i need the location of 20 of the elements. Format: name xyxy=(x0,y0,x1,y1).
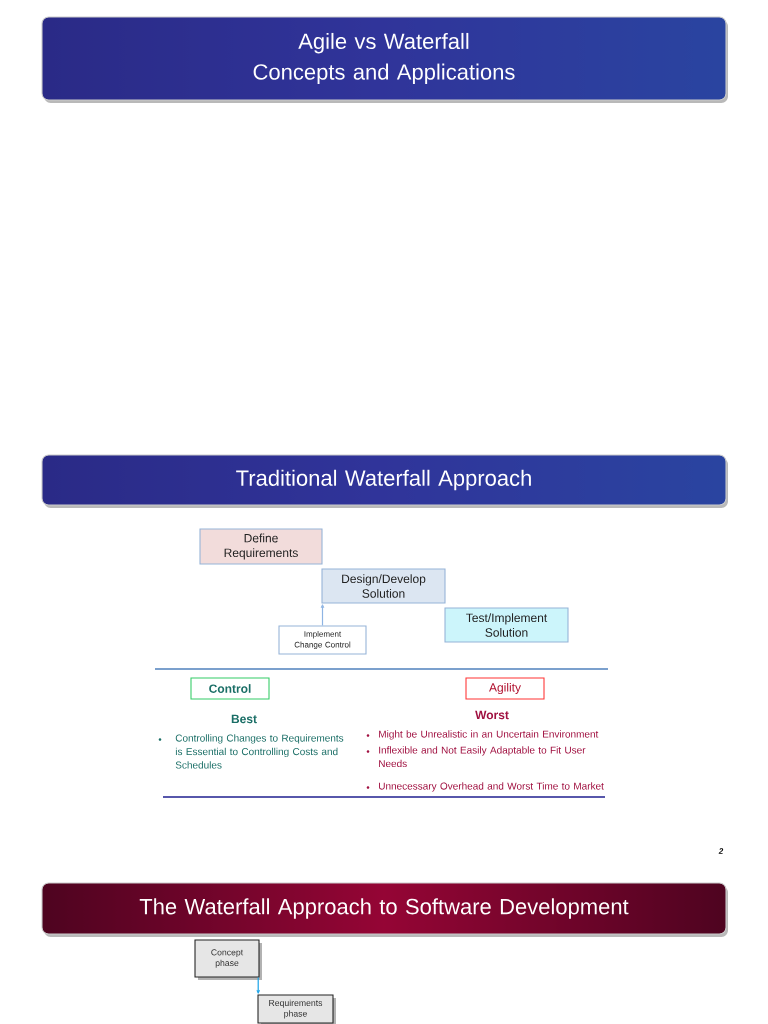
step-box: Test/Implement Solution xyxy=(444,607,569,643)
phase-box: Requirements phase xyxy=(257,994,336,1024)
bullet-item: Unnecessary Overhead and Worst Time to Market xyxy=(366,782,604,792)
column-heading: Best xyxy=(231,714,257,724)
title-banner: Traditional Waterfall Approach xyxy=(41,454,728,508)
column-heading: Worst xyxy=(475,710,509,720)
category-box: Control xyxy=(190,677,270,700)
process-box: Implement Change Control xyxy=(278,625,367,655)
arrow xyxy=(320,604,325,627)
bullet-item: Controlling Changes to Requirements is Essential to Controlling Costs and Schedules xyxy=(158,734,344,769)
step-box: Define Requirements xyxy=(199,528,323,565)
category-box: Agility xyxy=(465,677,545,700)
bullet-item: Might be Unrealistic in an Uncertain Environment xyxy=(366,730,599,740)
title-banner: The Waterfall Approach to Software Development xyxy=(41,882,728,937)
bullet-item: Inflexible and Not Easily Adaptable to Fit User Needs xyxy=(366,746,586,768)
phase-box: Concept phase xyxy=(194,939,262,980)
arrow xyxy=(256,976,260,994)
title-banner: Agile vs Waterfall Concepts and Applications xyxy=(41,16,728,103)
page-number: 2 xyxy=(718,848,724,854)
step-box: Design/Develop Solution xyxy=(321,568,446,604)
